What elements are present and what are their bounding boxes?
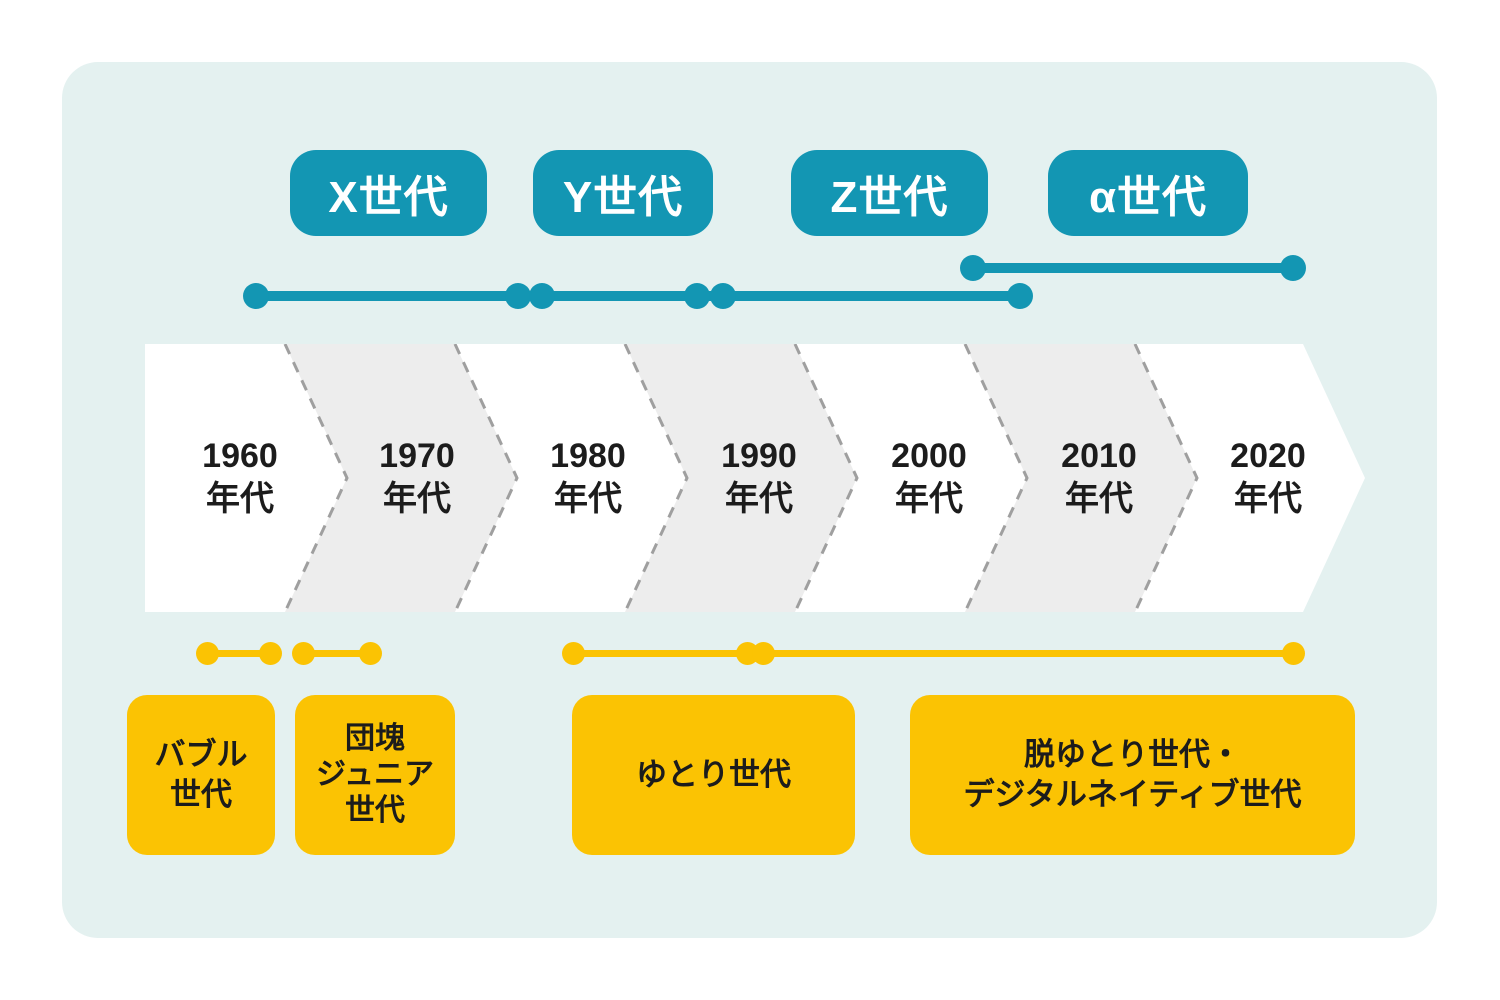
decade-suffix: 年代 — [383, 479, 451, 518]
gen-datsu-label-line: デジタルネイティブ世代 — [963, 777, 1302, 812]
decade-suffix: 年代 — [206, 479, 274, 518]
timeline-dot-y-start — [529, 283, 555, 309]
decade-year: 1960 — [202, 437, 278, 475]
decade-suffix: 年代 — [725, 479, 793, 518]
gen-dankai-label-line: 世代 — [345, 794, 405, 827]
gen-dankai-label-line: 団塊 — [345, 722, 405, 755]
timeline-dot-y-end — [684, 283, 710, 309]
timeline-dot-datsu-end — [1282, 642, 1305, 665]
timeline-dot-yutori-start — [562, 642, 585, 665]
gen-yutori-box: ゆとり世代 — [572, 695, 855, 855]
decade-label-2000s: 2000 年代 — [854, 435, 1004, 521]
band-segment-1990s — [625, 344, 857, 612]
band-segment-2010s — [965, 344, 1197, 612]
timeline-dot-x-start — [243, 283, 269, 309]
gen-datsu-label-line: 脱ゆとり世代・ — [1024, 737, 1241, 773]
decade-year: 1990 — [721, 437, 797, 475]
gen-xyz-timeline-line — [256, 291, 1020, 301]
decade-label-2010s: 2010 年代 — [1024, 435, 1174, 521]
gen-datsu-yutori-box: 脱ゆとり世代・ デジタルネイティブ世代 — [910, 695, 1355, 855]
decade-divider-dash-6 — [1133, 344, 1199, 612]
decade-label-1990s: 1990 年代 — [684, 435, 834, 521]
decade-suffix: 年代 — [554, 479, 622, 518]
timeline-dot-alpha-start — [960, 255, 986, 281]
decade-divider-dash-3 — [623, 344, 689, 612]
decade-year: 2020 — [1230, 437, 1306, 475]
gen-dankai-junior-timeline-line — [303, 650, 370, 657]
gen-x-label: X世代 — [328, 173, 449, 222]
band-segment-1970s — [285, 344, 517, 612]
gen-y-pill: Y世代 — [533, 150, 713, 236]
gen-x-pill: X世代 — [290, 150, 487, 236]
gen-yutori-label: ゆとり世代 — [636, 757, 791, 793]
timeline-dot-x-end — [505, 283, 531, 309]
timeline-dot-alpha-end — [1280, 255, 1306, 281]
decade-label-1970s: 1970 年代 — [342, 435, 492, 521]
timeline-dot-dankai-end — [359, 642, 382, 665]
gen-bubble-box: バブル 世代 — [127, 695, 275, 855]
decade-band-graphic — [145, 344, 1365, 612]
gen-y-label: Y世代 — [562, 173, 684, 222]
gen-z-label: Z世代 — [830, 173, 949, 222]
timeline-dot-bubble-start — [196, 642, 219, 665]
decade-year: 2010 — [1061, 437, 1137, 475]
decade-year: 1980 — [550, 437, 626, 475]
timeline-dot-z-end — [1007, 283, 1033, 309]
decade-label-2020s: 2020 年代 — [1193, 435, 1343, 521]
decade-label-1960s: 1960 年代 — [165, 435, 315, 521]
gen-dankai-junior-box: 団塊 ジュニア 世代 — [295, 695, 455, 855]
gen-bubble-timeline-line — [207, 650, 270, 657]
gen-bubble-label-line: バブル — [154, 737, 248, 773]
timeline-dot-datsu-start — [752, 642, 775, 665]
decade-divider-dash-2 — [453, 344, 519, 612]
decade-year: 2000 — [891, 437, 967, 475]
timeline-dot-dankai-start — [292, 642, 315, 665]
decade-divider-dash-4 — [793, 344, 859, 612]
decade-label-1980s: 1980 年代 — [513, 435, 663, 521]
decade-year: 1970 — [379, 437, 455, 475]
decade-band: 1960 年代 1970 年代 1980 年代 1990 年代 2000 年代 … — [145, 344, 1367, 612]
gen-bubble-label-line: 世代 — [170, 777, 232, 812]
gen-alpha-label: α世代 — [1088, 173, 1208, 222]
gen-dankai-label-line: ジュニア — [316, 758, 434, 791]
gen-yutori-timeline-line — [573, 650, 747, 657]
timeline-dot-bubble-end — [259, 642, 282, 665]
gen-datsu-yutori-timeline-line — [763, 650, 1293, 657]
decade-suffix: 年代 — [1065, 479, 1133, 518]
timeline-dot-z-start — [710, 283, 736, 309]
gen-z-pill: Z世代 — [791, 150, 988, 236]
gen-alpha-pill: α世代 — [1048, 150, 1248, 236]
decade-divider-dash-5 — [963, 344, 1029, 612]
gen-alpha-timeline-line — [973, 263, 1293, 273]
decade-suffix: 年代 — [895, 479, 963, 518]
decade-divider-dash-1 — [283, 344, 349, 612]
decade-suffix: 年代 — [1234, 479, 1302, 518]
